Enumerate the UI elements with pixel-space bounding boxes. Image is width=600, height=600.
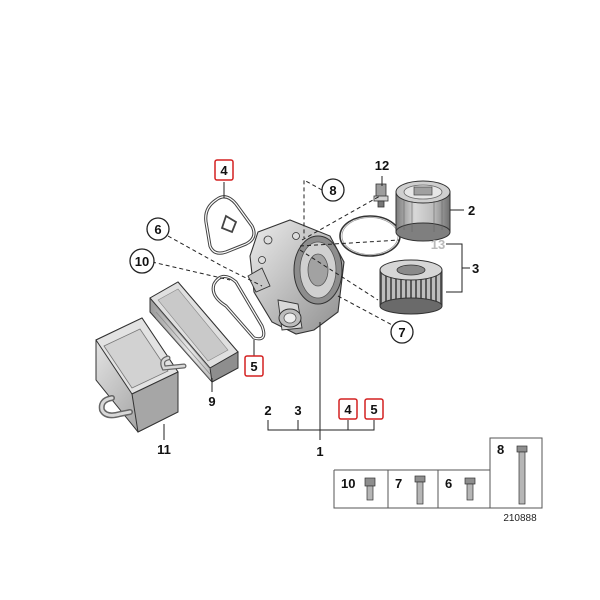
callout-9: 9 [208,394,215,409]
callout-8-circle [321,178,345,202]
group-callout-4: 4 [344,402,352,417]
group-callout-3: 3 [294,403,301,418]
callout-5-highlight [244,355,264,377]
group-callout-1: 1 [316,444,323,459]
callout-12: 12 [375,158,389,173]
callout-10: 10 [135,254,149,269]
callout-11: 11 [157,442,171,457]
leader-lines [163,176,470,440]
group-callout-4-highlight [338,398,358,420]
callout-4-highlight [214,159,234,181]
oil-sensor-part-12[interactable] [373,183,389,208]
box-label-7: 7 [395,476,402,491]
oil-filter-element-part-3[interactable] [379,259,443,315]
callout-7-circle [390,320,414,344]
bolt-part-7[interactable] [414,475,426,505]
callout-4: 4 [220,163,228,178]
callout-13: 13 [431,237,445,252]
callout-2: 2 [468,203,475,218]
dashed-pointer-lines [151,179,401,327]
gasket-part-4[interactable] [204,195,256,255]
callout-8: 8 [329,183,336,198]
box-label-10: 10 [341,476,355,491]
fastener-box: 8 10 7 6 [333,437,543,509]
callout-3: 3 [472,261,479,276]
callout-labels: 12 2 13 3 7 8 4 6 10 5 9 11 2 3 4 5 1 [129,158,479,459]
diagram-reference-number: 210888 [503,513,537,524]
oil-filter-cap-part-2[interactable] [395,180,451,242]
group-callout-5: 5 [370,402,377,417]
oil-cooler-part-9[interactable] [149,281,239,383]
box-label-6: 6 [445,476,452,491]
o-ring-part-13[interactable] [339,215,401,257]
callout-10-circle [129,248,155,274]
bolt-part-8[interactable] [516,445,528,505]
callout-5: 5 [250,359,257,374]
oil-filter-housing-part-1[interactable] [247,219,345,335]
callout-7: 7 [398,325,405,340]
oil-cooler-housing-part-11[interactable] [95,317,179,433]
callout-6-circle [146,217,170,241]
bolt-part-6[interactable] [464,477,476,501]
box-label-8: 8 [497,442,504,457]
gasket-part-5[interactable] [211,274,266,341]
callout-6: 6 [154,222,161,237]
group-callout-5-highlight [364,398,384,420]
bolt-part-10[interactable] [364,477,376,501]
group-callout-2: 2 [264,403,271,418]
